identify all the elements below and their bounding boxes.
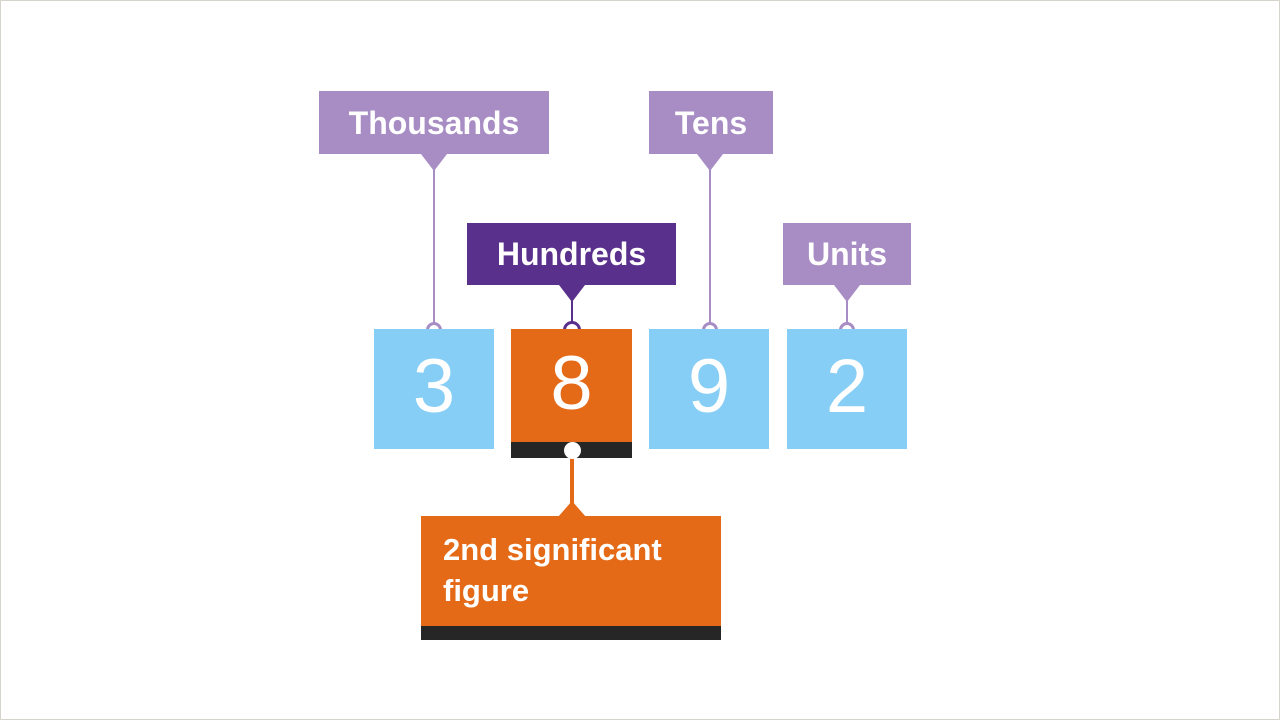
place-label-units: Units — [783, 223, 911, 285]
annotation-text-line2: figure — [443, 573, 530, 608]
digit-value-units: 2 — [825, 344, 869, 429]
annotation-tail — [558, 501, 586, 517]
place-label-hundreds-tail — [559, 285, 585, 302]
digit-tile-hundreds: 8 — [511, 329, 632, 442]
digit-value-thousands: 3 — [412, 344, 456, 429]
digit-tile-thousands: 3 — [374, 329, 494, 449]
place-label-tens-text: Tens — [674, 104, 748, 141]
place-label-thousands: Thousands — [319, 91, 549, 154]
place-label-tens-tail — [697, 154, 723, 171]
place-label-thousands-tail — [421, 154, 447, 171]
digit-value-tens: 9 — [687, 344, 731, 429]
digit-tile-units: 2 — [787, 329, 907, 449]
place-label-tens: Tens — [649, 91, 773, 154]
place-label-thousands-text: Thousands — [348, 104, 520, 141]
annotation-text: 2nd significant figure — [443, 530, 662, 612]
annotation-underline — [421, 626, 721, 640]
annotation-callout: 2nd significant figure — [421, 516, 721, 626]
connector-tens — [709, 169, 711, 327]
place-label-hundreds: Hundreds — [467, 223, 676, 285]
place-label-hundreds-text: Hundreds — [496, 236, 647, 272]
place-label-units-tail — [834, 285, 860, 302]
connector-thousands — [433, 169, 435, 327]
place-label-units-text: Units — [807, 236, 887, 272]
digit-tile-tens: 9 — [649, 329, 769, 449]
annotation-marker-dot — [564, 442, 581, 459]
connector-units — [846, 300, 848, 327]
connector-hundreds — [571, 300, 573, 326]
annotation-text-line1: 2nd significant — [443, 532, 662, 568]
connector-annotation — [570, 450, 574, 512]
digit-value-hundreds: 8 — [550, 340, 593, 426]
